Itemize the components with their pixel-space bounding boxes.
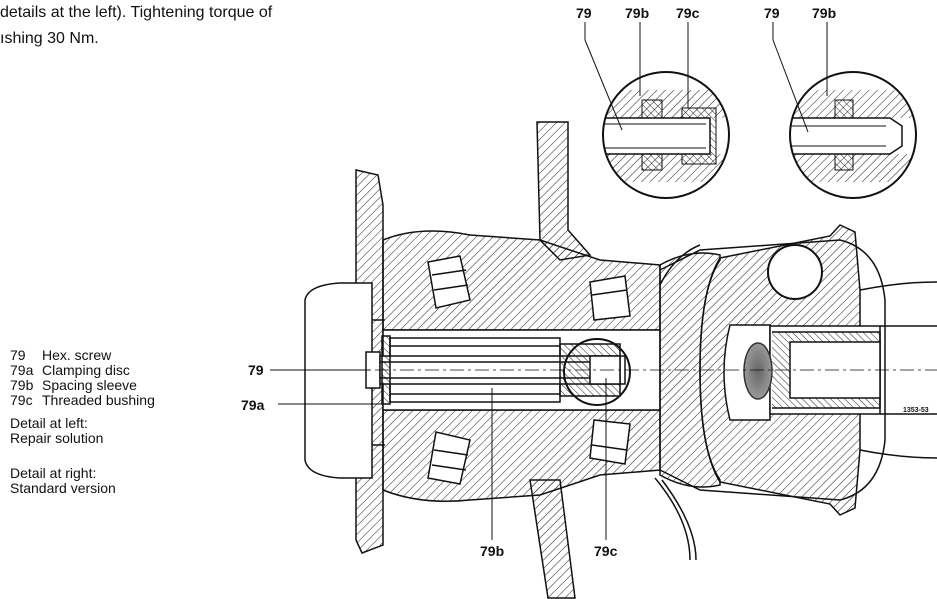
callout-79c-bottom: 79c: [594, 543, 618, 559]
note-left-detail: Detail at left: Repair solution: [10, 415, 104, 446]
intro-line-1: details at the left). Tightening torque …: [0, 4, 273, 21]
note-right-detail: Detail at right: Standard version: [10, 465, 116, 496]
main-assembly: [300, 121, 937, 599]
intro-line-2: ıshing 30 Nm.: [0, 30, 99, 47]
intro-text: details at the left). Tightening torque …: [0, 0, 272, 52]
figure-code: 1353-53: [903, 407, 929, 414]
bottom-callouts: 79b 79c: [480, 378, 618, 559]
detail-circle-left: [602, 71, 730, 199]
callout-79b-top-left: 79b: [625, 5, 649, 21]
callout-79a-side: 79a: [241, 397, 265, 413]
callout-79-top-left: 79: [576, 5, 592, 21]
callout-79b-bottom: 79b: [480, 543, 504, 559]
callout-79c-top-left: 79c: [676, 5, 700, 21]
callout-79-top-right: 79: [764, 5, 780, 21]
callout-79-side: 79: [248, 362, 264, 378]
detail-circle-right: [789, 71, 917, 199]
side-callouts: 79 79a: [241, 362, 384, 413]
callout-79b-top-right: 79b: [812, 5, 836, 21]
top-callouts: 79 79b 79c 79 79b: [576, 5, 836, 133]
